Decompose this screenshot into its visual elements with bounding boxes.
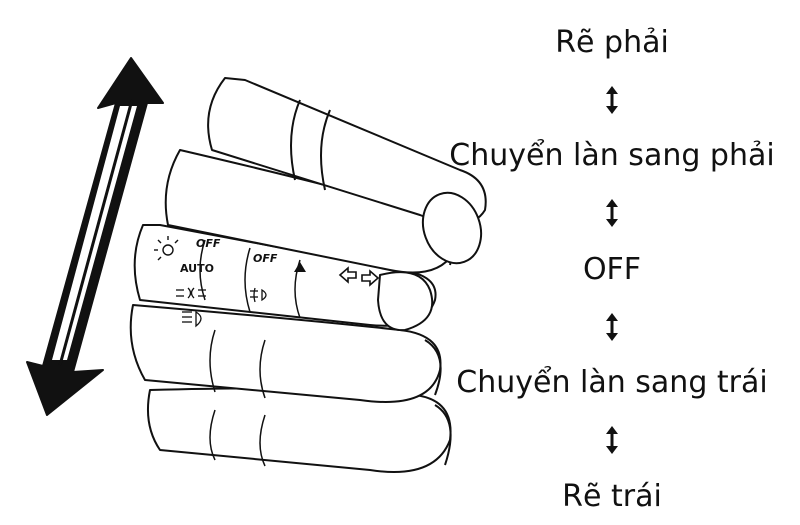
- sun-icon: [154, 236, 179, 261]
- headlight-off-marking: OFF: [196, 237, 221, 250]
- auto-marking: AUTO: [180, 262, 214, 275]
- up-down-arrow-icon: [606, 199, 618, 227]
- parking-light-icon: [176, 287, 206, 299]
- indicator-triangle: [294, 262, 306, 272]
- lever-positions-drawing: [129, 77, 487, 473]
- up-down-arrow-icon: [606, 313, 618, 341]
- up-down-arrow-icon: [606, 426, 618, 454]
- up-down-arrow-icon: [606, 86, 618, 114]
- position-label-off: OFF: [582, 252, 642, 287]
- fog-off-marking: OFF: [253, 252, 278, 265]
- double-headed-arrow-icon: [26, 57, 164, 416]
- position-label-right-turn: Rẽ phải: [555, 25, 669, 60]
- fog-light-icon: [250, 287, 267, 303]
- position-label-left-turn: Rẽ trái: [562, 479, 662, 514]
- high-beam-icon: [182, 310, 202, 328]
- position-label-lane-change-left: Chuyển làn sang trái: [456, 365, 768, 400]
- position-label-lane-change-right: Chuyển làn sang phải: [449, 138, 775, 173]
- turn-signal-arrows-icon: [338, 266, 380, 287]
